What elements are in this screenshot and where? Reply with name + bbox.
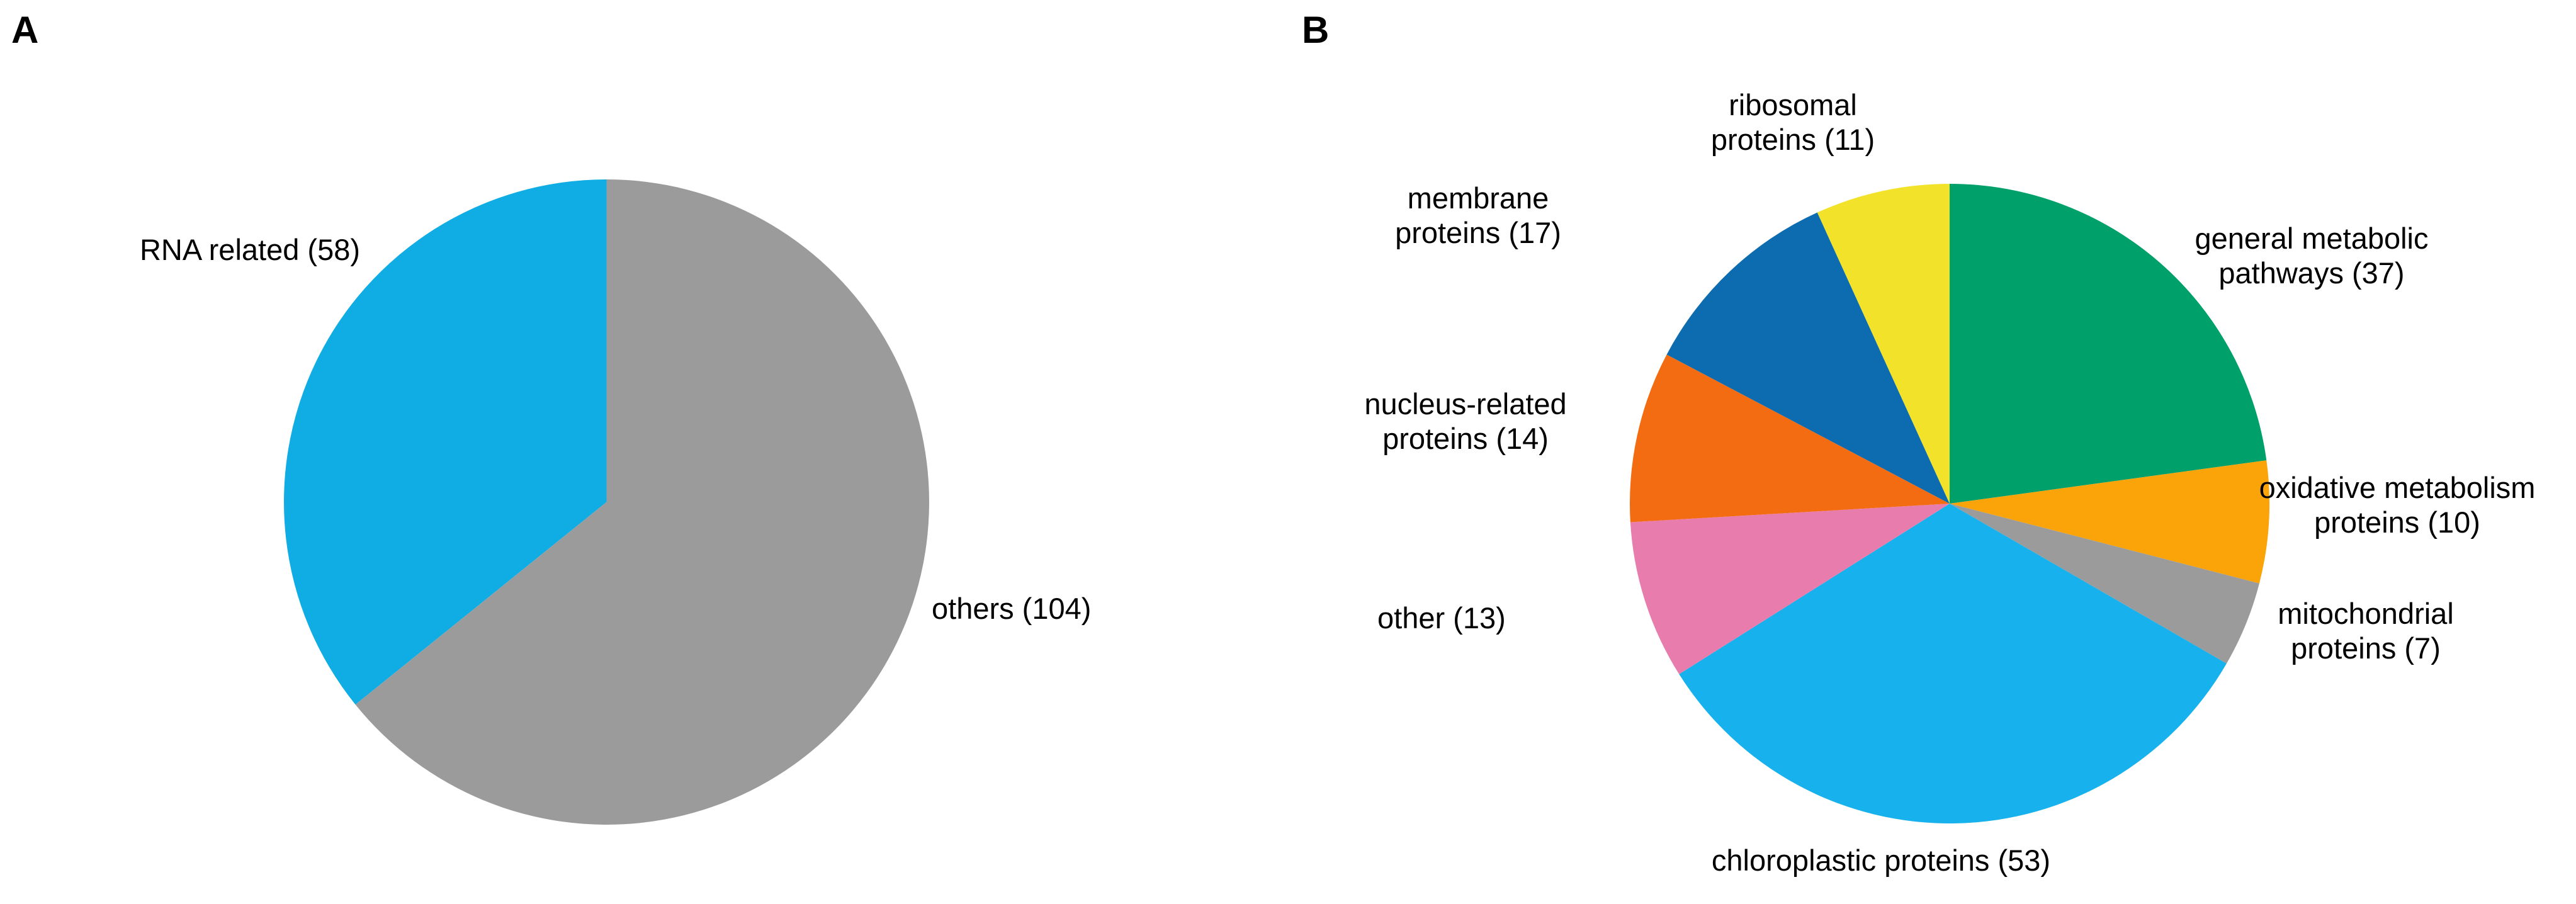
pie-slice-ribosomal-proteins — [1817, 184, 1950, 504]
pie-slice-oxidative-metabolism-proteins — [1950, 460, 2269, 584]
pie-label-oxidative-line2: proteins (10) — [2314, 505, 2480, 539]
pie-label-chloroplastic-proteins: chloroplastic proteins (53) — [1711, 844, 2051, 877]
pie-slice-chloroplastic-proteins — [1679, 504, 2227, 823]
pie-label-nucleus-line1: nucleus-related — [1364, 387, 1567, 421]
pie-slice-general-metabolic-pathways — [1950, 184, 2267, 504]
pie-label-ribosomal-line2: proteins (11) — [1710, 122, 1875, 156]
pie-label-nucleus-line2: proteins (14) — [1382, 421, 1549, 455]
pie-label-ribosomal-line1: ribosomal — [1729, 88, 1857, 121]
pie-slice-nucleus-related-proteins — [1630, 354, 1950, 523]
pie-slice-other — [1630, 504, 1950, 674]
panel-b-letter: B — [1302, 9, 1330, 51]
pie-slice-others — [355, 179, 929, 825]
pie-label-general-line2: pathways (37) — [2218, 256, 2405, 290]
pie-label-mitochondrial-line1: mitochondrial — [2278, 597, 2454, 630]
pie-b-svg — [1630, 184, 2269, 823]
pie-label-membrane-line1: membrane — [1407, 181, 1549, 215]
pie-label-others: others (104) — [932, 592, 1092, 625]
pie-chart-panel-b — [1630, 184, 2269, 823]
pie-a-svg — [283, 179, 929, 825]
pie-slice-membrane-proteins — [1666, 212, 1950, 504]
pie-slice-rna-related — [283, 179, 607, 705]
pie-label-oxidative-line1: oxidative metabolism — [2259, 471, 2536, 504]
pie-label-rna-related: RNA related (58) — [139, 233, 360, 266]
pie-chart-panel-a — [283, 179, 929, 825]
pie-label-mitochondrial-line2: proteins (7) — [2291, 631, 2441, 665]
panel-a-letter: A — [11, 9, 39, 51]
pie-label-other: other (13) — [1377, 601, 1506, 635]
pie-label-membrane-line2: proteins (17) — [1395, 215, 1561, 249]
pie-label-general-line1: general metabolic — [2195, 222, 2429, 255]
pie-slice-mitochondrial-proteins — [1950, 504, 2259, 664]
